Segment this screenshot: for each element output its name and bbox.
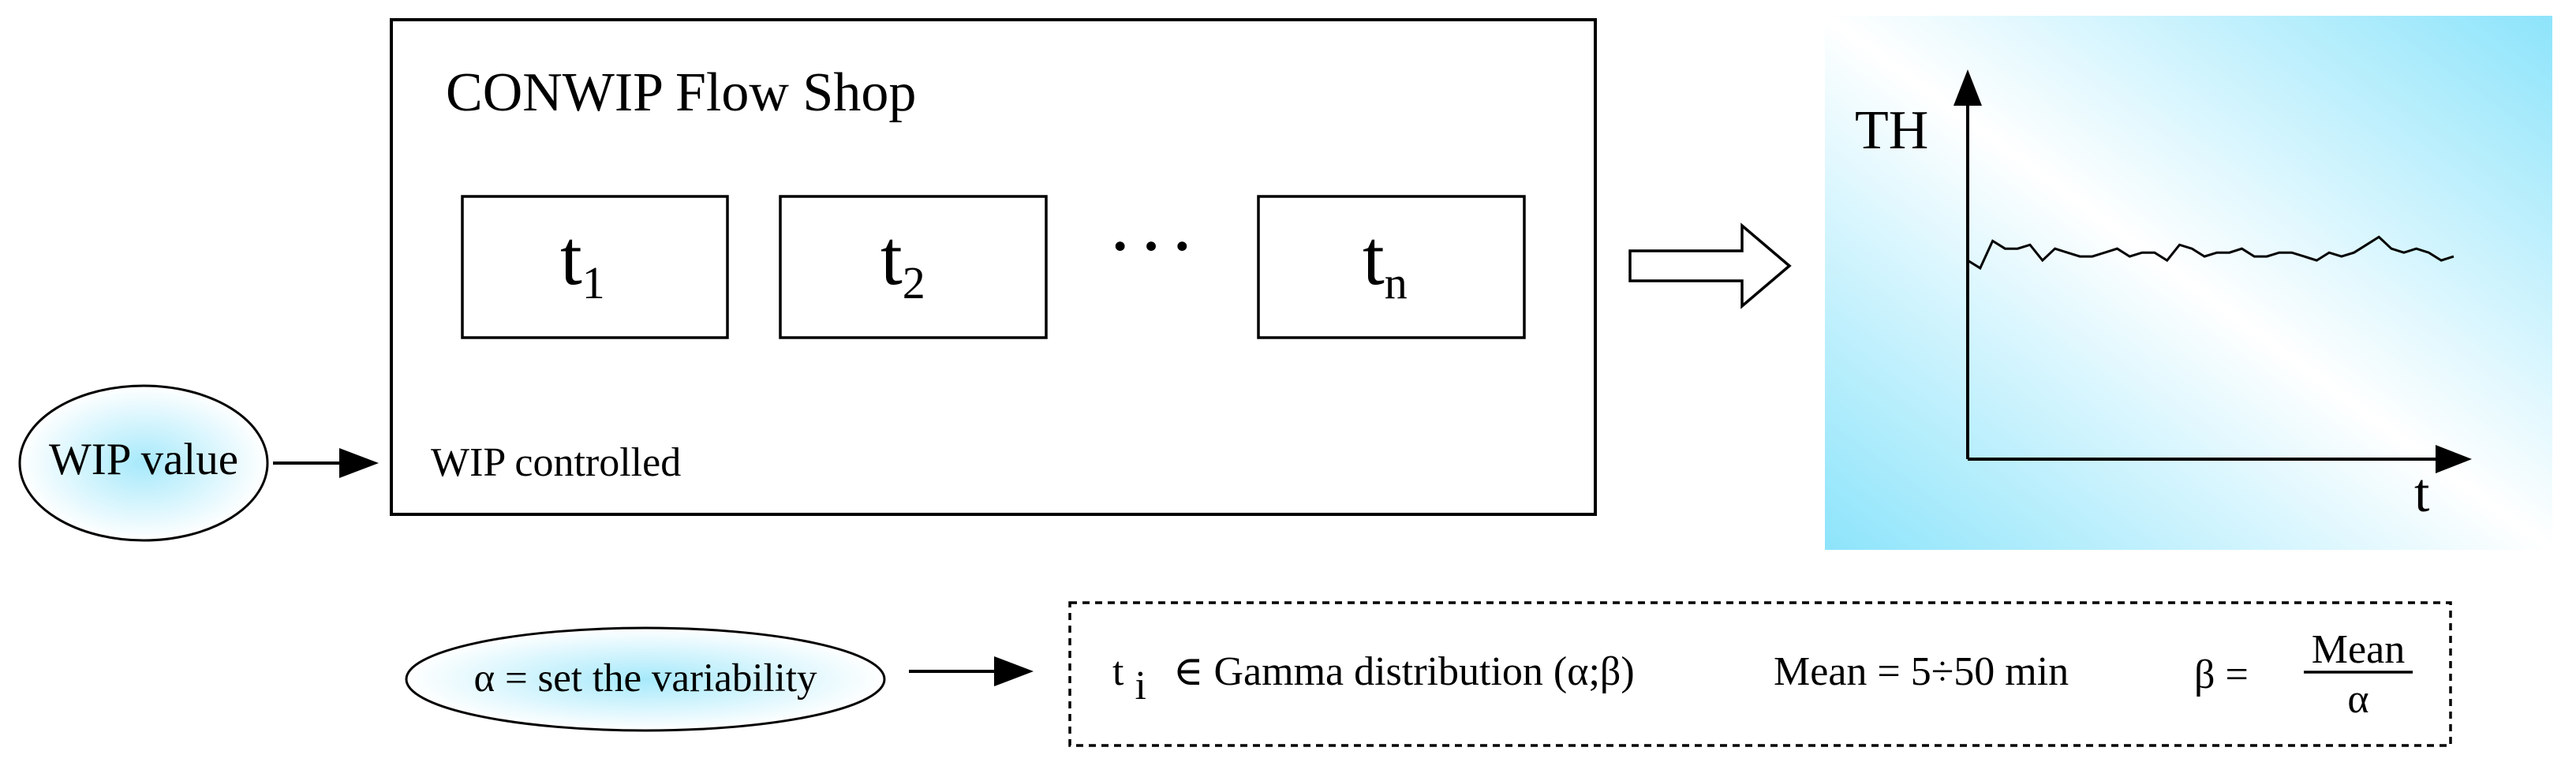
formula-mean: Mean = 5÷50 min [1774,649,2069,694]
station-2-subscript: 2 [903,257,925,308]
wip-controlled-label: WIP controlled [431,440,681,485]
stations-ellipsis: ··· [1107,202,1200,290]
formula-beta: β = [2194,652,2249,697]
svg-text:tn: tn [1363,214,1408,308]
flow-shop-title: CONWIP Flow Shop [446,62,916,123]
throughput-line [1967,235,2454,271]
svg-text:ti: ti [1112,649,1146,708]
y-axis-arrowhead [1953,69,1982,106]
formula-fraction-numerator: Mean [2312,627,2405,672]
station-n: tn [1257,195,1526,339]
wip-value-label: WIP value [49,435,238,484]
x-axis-arrowhead [2436,445,2472,473]
station-1: t1 [461,195,729,339]
station-2: t2 [779,195,1048,339]
variability-label: α = set the variability [473,656,817,701]
wip-value-node: WIP value [18,384,269,542]
variability-arrow [909,656,1034,686]
formula-term-subscript: i [1135,663,1146,708]
station-1-symbol: t [560,214,582,301]
formula-fraction-denominator: α [2347,677,2368,722]
station-2-symbol: t [880,214,903,301]
svg-text:t1: t1 [560,214,605,308]
variability-node: α = set the variability [405,626,886,732]
distribution-formula-box [1068,601,2452,747]
svg-text:t2: t2 [880,214,925,308]
throughput-chart-panel [1825,16,2552,550]
result-arrow [1628,222,1792,309]
y-axis-label: TH [1855,100,1928,161]
formula-term: t [1112,649,1124,694]
wip-input-arrow [273,448,379,478]
station-n-symbol: t [1363,214,1385,301]
formula-distribution: ∈ Gamma distribution (α;β) [1173,649,1635,694]
throughput-chart: TH t [1855,69,2472,524]
station-n-subscript: n [1385,257,1408,308]
x-axis-label: t [2414,463,2430,524]
station-1-subscript: 1 [582,257,605,308]
